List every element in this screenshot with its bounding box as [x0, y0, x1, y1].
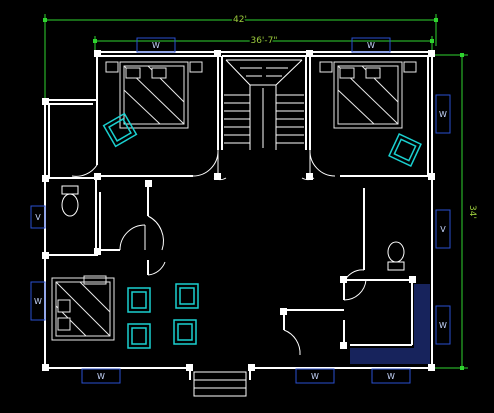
vent-tag-left: V: [35, 213, 41, 222]
entrance-steps: [193, 371, 247, 397]
window-tag-right-1: W: [439, 110, 447, 119]
vent-tag-right: V: [440, 225, 446, 234]
window-tag-top-right: W: [367, 41, 375, 50]
overall-depth-label: 34': [467, 205, 477, 219]
inner-width-label: 36'-7": [250, 36, 277, 46]
window-tag-bottom-1: W: [97, 372, 105, 381]
shower-hatch: [350, 284, 430, 364]
bed-3: [51, 275, 115, 341]
window-tag-bottom-2: W: [311, 372, 319, 381]
window-tag-top-left: W: [152, 41, 160, 50]
window-tag-right-2: W: [439, 321, 447, 330]
bed-1: [105, 61, 203, 129]
window-tags: [30, 37, 451, 384]
overall-width-label: 42': [233, 15, 247, 25]
window-tag-bottom-3: W: [387, 372, 395, 381]
chairs: [102, 112, 422, 349]
door-swings: [71, 149, 367, 356]
dimension-lines: [44, 14, 468, 369]
stair-treads: [224, 67, 304, 144]
toilet-1: [61, 185, 79, 217]
toilet-2: [387, 241, 405, 271]
staircase: [225, 59, 303, 150]
dimension-ticks: [43, 18, 464, 370]
columns: [42, 50, 435, 371]
window-tag-left: W: [34, 297, 42, 306]
bed-2: [319, 61, 417, 129]
